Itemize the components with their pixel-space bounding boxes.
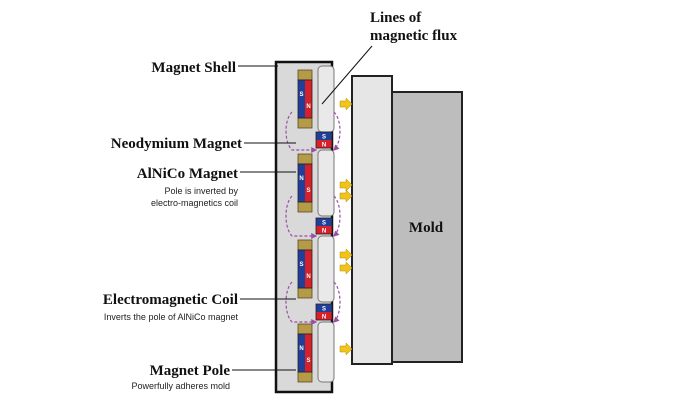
label-pole-note: Powerfully adheres mold <box>131 381 230 391</box>
mold-label: Mold <box>409 220 444 236</box>
pole-block <box>317 149 335 217</box>
magnet-pole-letter: S <box>299 92 303 98</box>
neodymium-magnet-half <box>316 304 332 312</box>
neodymium-magnet-half <box>316 218 332 226</box>
yellow-arrow <box>339 97 353 111</box>
flux-loop-left <box>285 111 318 153</box>
magnet-pole-letter: N <box>299 346 303 352</box>
yellow-arrow <box>339 261 353 275</box>
coil-winding <box>297 371 313 383</box>
flux-loop-right <box>333 281 341 323</box>
alnico-magnet-half <box>305 80 312 118</box>
coil-winding <box>297 153 313 165</box>
neodymium-magnet-half <box>316 312 332 320</box>
neodymium-magnet-outline <box>315 303 333 321</box>
magnet-pole-letter: N <box>322 315 326 321</box>
yellow-arrow <box>339 178 353 192</box>
magnet-pole-letter: S <box>322 221 326 227</box>
magnet-pole-letter: N <box>306 274 310 280</box>
alnico-magnet-outline <box>297 79 313 119</box>
mold-plate <box>351 75 393 365</box>
neodymium-magnet-half <box>316 226 332 234</box>
pole-block <box>317 321 335 383</box>
label-magnet-shell: Magnet Shell <box>151 60 236 76</box>
label-flux-line-1: Lines of <box>370 10 422 26</box>
magnet-pole-letter: N <box>299 176 303 182</box>
coil-winding <box>297 287 313 299</box>
alnico-magnet-half <box>298 334 305 372</box>
neodymium-magnet-half <box>316 132 332 140</box>
alnico-magnet-outline <box>297 249 313 289</box>
alnico-magnet-outline <box>297 163 313 203</box>
label-alnico: AlNiCo Magnet <box>137 166 238 182</box>
coil-winding <box>297 323 313 335</box>
label-coil: Electromagnetic Coil <box>103 292 238 308</box>
magnet-pole-letter: N <box>306 104 310 110</box>
magnet-pole-letter: S <box>299 262 303 268</box>
alnico-magnet-half <box>305 334 312 372</box>
yellow-arrow <box>339 342 353 356</box>
label-flux-line-2: magnetic flux <box>370 28 458 44</box>
alnico-magnet-half <box>298 80 305 118</box>
label-neodymium: Neodymium Magnet <box>111 136 242 152</box>
alnico-magnet-half <box>298 250 305 288</box>
yellow-arrow <box>339 248 353 262</box>
flux-loop-right <box>333 111 341 151</box>
coil-winding <box>297 239 313 251</box>
alnico-magnet-half <box>305 164 312 202</box>
neodymium-magnet-half <box>316 140 332 148</box>
magnet-pole-letter: S <box>322 307 326 313</box>
flux-loop-left <box>285 281 318 325</box>
magnet-pole-letter: N <box>322 229 326 235</box>
yellow-arrow <box>339 189 353 203</box>
neodymium-magnet-outline <box>315 131 333 149</box>
neodymium-magnet-outline <box>315 217 333 235</box>
leader-flux <box>321 45 373 105</box>
label-pole: Magnet Pole <box>150 363 231 379</box>
coil-winding <box>297 69 313 81</box>
label-alnico-note-2: electro-magnetics coil <box>151 198 238 208</box>
label-alnico-note-1: Pole is inverted by <box>164 186 238 196</box>
alnico-magnet-half <box>298 164 305 202</box>
magnet-pole-letter: N <box>322 143 326 149</box>
flux-loop-right <box>333 195 341 237</box>
flux-loop-left <box>285 195 318 239</box>
alnico-magnet-outline <box>297 333 313 373</box>
magnet-pole-letter: S <box>322 135 326 141</box>
mold-body <box>391 91 463 363</box>
magnet-pole-letter: S <box>306 188 310 194</box>
flux-direction-arrows <box>339 97 353 356</box>
coil-winding <box>297 117 313 129</box>
magnet-pole-letter: S <box>306 358 310 364</box>
pole-block <box>317 235 335 303</box>
alnico-magnet-half <box>305 250 312 288</box>
coil-winding <box>297 201 313 213</box>
label-coil-note: Inverts the pole of AlNiCo magnet <box>104 312 239 322</box>
